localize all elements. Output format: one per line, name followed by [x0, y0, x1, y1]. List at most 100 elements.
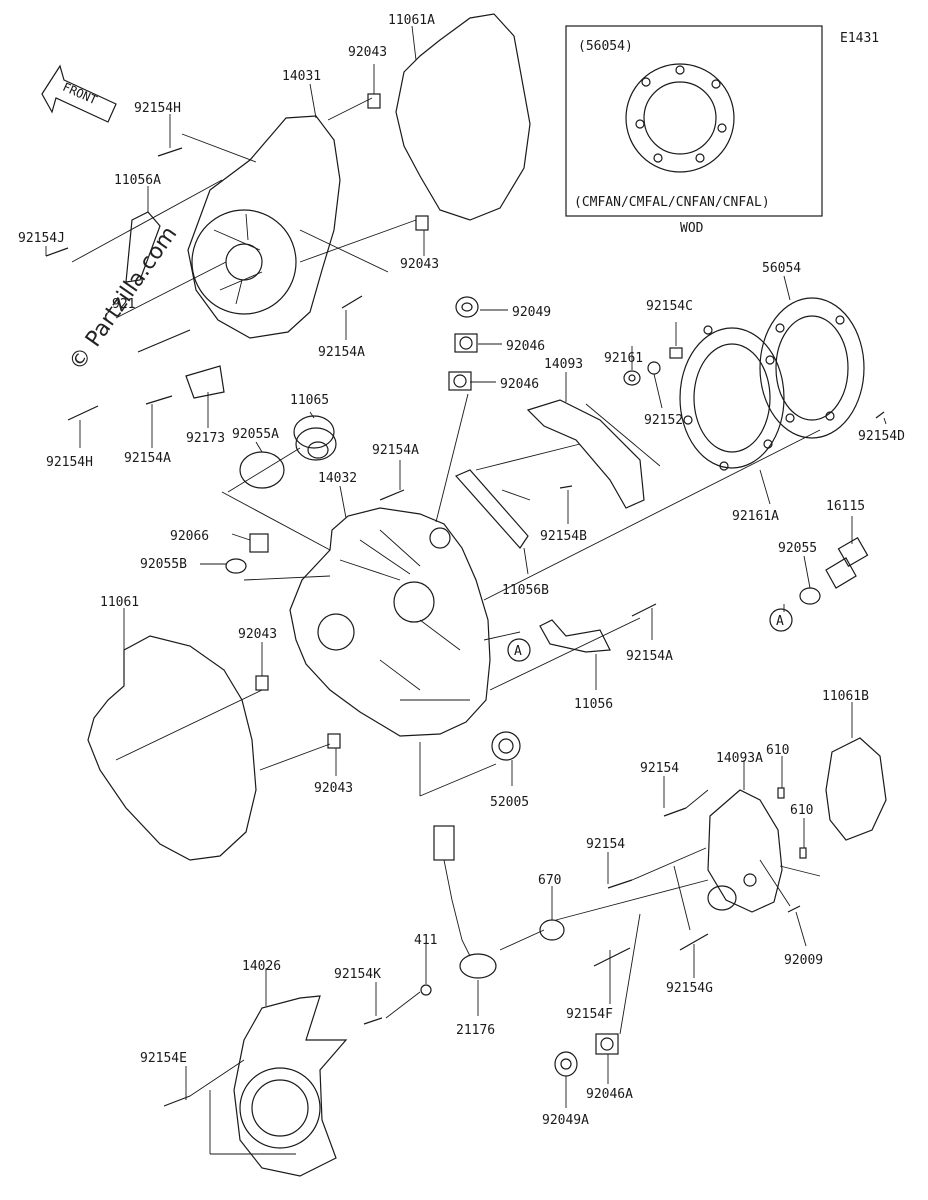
gasket-92161A-icon — [679, 325, 785, 471]
plug-16115-icon — [825, 537, 869, 589]
callout-92154-b: 92154 — [586, 837, 625, 852]
callout-92043-b: 92043 — [400, 257, 439, 272]
dowel-92043b-icon — [415, 215, 429, 231]
inset-models: (CMFAN/CMFAL/CNFAN/CNFAL) — [574, 195, 770, 210]
cover-14032-icon — [289, 507, 491, 737]
pin-610-icon — [777, 787, 785, 799]
callout-92154A-a: 92154A — [318, 345, 365, 360]
inset-part-ref: (56054) — [578, 39, 633, 54]
callout-21176: 21176 — [456, 1023, 495, 1038]
callout-92055: 92055 — [778, 541, 817, 556]
callout-92154F: 92154F — [566, 1007, 613, 1022]
callout-11061: 11061 — [100, 595, 139, 610]
callout-92154H-b: 92154H — [46, 455, 93, 470]
callout-92152: 92152 — [644, 413, 683, 428]
cover-56054-icon — [759, 297, 865, 439]
callout-16115: 16115 — [826, 499, 865, 514]
callout-92154A-d: 92154A — [626, 649, 673, 664]
callout-92043-d: 92043 — [314, 781, 353, 796]
gasket-11061-icon — [87, 635, 257, 861]
callout-92154H-a: 92154H — [134, 101, 181, 116]
callout-921xx: 921 — [112, 297, 135, 312]
callout-11056B: 11056B — [502, 583, 549, 598]
callout-92161: 92161 — [604, 351, 643, 366]
callout-92066: 92066 — [170, 529, 209, 544]
pin-610b-icon — [799, 847, 807, 859]
callout-92049: 92049 — [512, 305, 551, 320]
diagram-code: E1431 — [840, 31, 879, 46]
callout-92046A: 92046A — [586, 1087, 633, 1102]
dowel-92043c-icon — [255, 675, 269, 691]
dowel-92043-icon — [367, 93, 381, 109]
bearing-92046b-icon — [448, 371, 472, 391]
callout-92154A-c: 92154A — [372, 443, 419, 458]
bearing-92046A-icon — [595, 1033, 619, 1055]
callout-11061B: 11061B — [822, 689, 869, 704]
inset-box: (56054) (CMFAN/CMFAL/CNFAN/CNFAL) WOD — [565, 25, 823, 236]
callout-610-a: 610 — [766, 743, 789, 758]
callout-14032: 14032 — [318, 471, 357, 486]
cover-14093-icon — [526, 399, 645, 509]
callout-14093A: 14093A — [716, 751, 763, 766]
callout-A-right: A — [776, 614, 784, 629]
bracket-11056-icon — [539, 619, 611, 653]
oring-92055A-icon — [239, 451, 285, 489]
callout-11056: 11056 — [574, 697, 613, 712]
inset-note: WOD — [680, 221, 704, 236]
callout-92049A: 92049A — [542, 1113, 589, 1128]
callout-A-center: A — [514, 644, 522, 659]
oring-92055B-icon — [225, 558, 247, 574]
plug-11065-icon — [293, 415, 337, 461]
callout-92154D: 92154D — [858, 429, 905, 444]
callout-92154B: 92154B — [540, 529, 587, 544]
bolt-92154C-icon — [669, 347, 683, 359]
guard-14026-icon — [233, 995, 348, 1177]
callout-92154J: 92154J — [18, 231, 65, 246]
seal-92049-icon — [455, 296, 479, 318]
callout-labels: 14031 11061A 92043 92154H 11056A 92154J … — [18, 13, 905, 1128]
plug-92066-icon — [249, 533, 269, 553]
bracket-11056B-icon — [454, 469, 529, 549]
bracket-92173-icon — [185, 365, 225, 399]
inset-gasket-icon — [625, 63, 735, 173]
dowel-92043d-icon — [327, 733, 341, 749]
callout-92154K: 92154K — [334, 967, 381, 982]
callout-92154-a: 92154 — [640, 761, 679, 776]
callout-610-b: 610 — [790, 803, 813, 818]
ref-circle-a-center — [507, 638, 531, 662]
callout-92154A-b: 92154A — [124, 451, 171, 466]
washer-92161-icon — [623, 370, 641, 386]
bearing-92046-icon — [454, 333, 478, 353]
callout-92046-a: 92046 — [506, 339, 545, 354]
callout-14031: 14031 — [282, 69, 321, 84]
callout-92046-b: 92046 — [500, 377, 539, 392]
bolt-icons — [45, 147, 885, 1107]
callout-411: 411 — [414, 933, 437, 948]
callout-11056A: 11056A — [114, 173, 161, 188]
callout-92043-a: 92043 — [348, 45, 387, 60]
bracket-11056A-icon — [125, 211, 161, 283]
callout-92055B: 92055B — [140, 557, 187, 572]
callout-14026: 14026 — [242, 959, 281, 974]
callout-11061A: 11061A — [388, 13, 435, 28]
callout-11065: 11065 — [290, 393, 329, 408]
seal-52005-icon — [491, 731, 521, 761]
leader-lines — [45, 25, 887, 1155]
sensor-21176-icon — [433, 825, 497, 979]
washer-92152-icon — [647, 361, 661, 375]
callout-92009: 92009 — [784, 953, 823, 968]
callout-92161A: 92161A — [732, 509, 779, 524]
cover-14031-icon — [187, 115, 341, 339]
washer-411-icon — [420, 984, 432, 996]
callout-52005: 52005 — [490, 795, 529, 810]
callout-56054: 56054 — [762, 261, 801, 276]
ref-circle-a-right — [769, 608, 793, 632]
gasket-11061B-icon — [825, 737, 887, 841]
seal-92049A-icon — [554, 1051, 578, 1077]
callout-92154G: 92154G — [666, 981, 713, 996]
callout-92043-c: 92043 — [238, 627, 277, 642]
callout-92154E: 92154E — [140, 1051, 187, 1066]
gasket-11061A-icon — [395, 13, 531, 221]
cover-14093A-icon — [707, 789, 783, 913]
